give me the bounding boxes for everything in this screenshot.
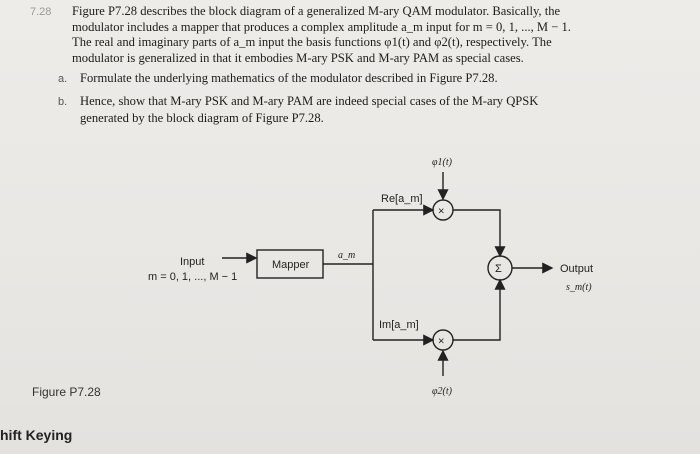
lower-multiply-symbol: × [438,336,444,348]
output-label: Output [560,263,593,275]
re-am-label: Re[a_m] [381,193,423,205]
im-am-label: Im[a_m] [379,319,419,331]
output-signal-label: s_m(t) [566,282,592,293]
lower-to-sum-arrow [453,278,506,341]
input-label: Input [180,256,204,268]
phi1-label: φ1(t) [432,157,453,168]
problem-line-4: modulator is generalized in that it embo… [72,50,524,65]
upper-multiply-symbol: × [438,206,444,218]
upper-to-sum-arrow [453,209,506,258]
part-b-label: b. [58,96,68,108]
phi2-label: φ2(t) [432,386,453,397]
section-heading-fragment: hift Keying [0,427,73,443]
figure-caption: Figure P7.28 [32,385,101,399]
problem-number: 7.28 [30,6,52,18]
problem-line-1: Figure P7.28 describes the block diagram… [72,4,561,18]
part-a: a. Formulate the underlying mathematics o… [58,71,678,88]
part-b-line-1: Hence, show that M-ary PSK and M-ary PAM… [80,94,539,108]
problem-line-3: The real and imaginary parts of a_m inpu… [72,35,552,50]
part-a-label: a. [58,73,68,85]
am-label: a_m [338,250,355,261]
mapper-label: Mapper [272,259,310,271]
part-b-line-2: generated by the block diagram of Figure… [80,110,324,125]
sum-symbol: Σ [495,263,502,275]
problem-line-2: modulator includes a mapper that produce… [72,19,571,34]
part-b: b. Hence, show that M-ary PSK and M-ary P… [58,94,678,126]
problem-statement: Figure P7.28 describes the block diagram… [72,4,672,66]
part-a-text: Formulate the underlying mathematics of … [80,71,498,85]
input-range-label: m = 0, 1, ..., M − 1 [148,271,237,283]
